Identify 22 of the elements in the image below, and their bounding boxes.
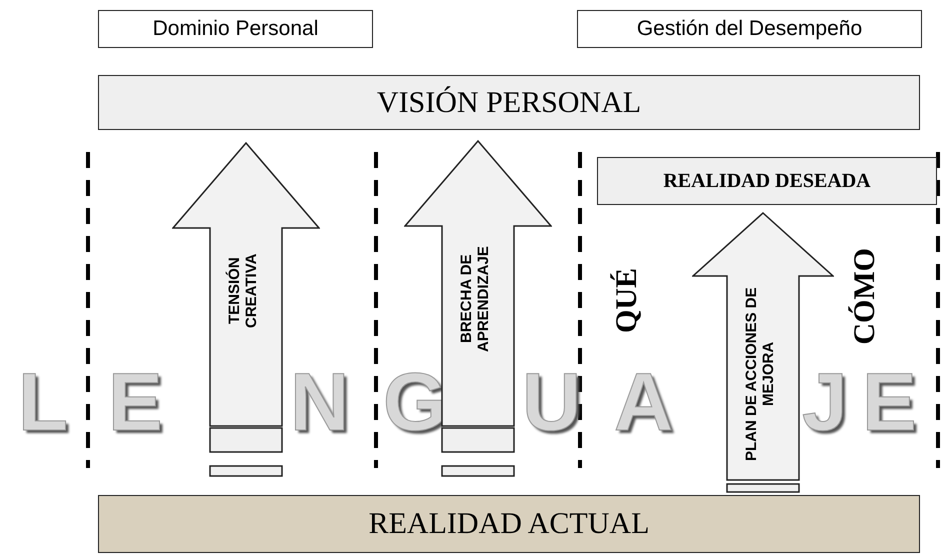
watermark-letter: L: [18, 362, 68, 444]
goal-box: [597, 157, 937, 205]
watermark-letter: N: [290, 362, 350, 444]
watermark-letter: E: [108, 362, 163, 444]
watermark-letter: J: [802, 362, 848, 444]
box-text: REALIDAD ACTUAL: [368, 507, 650, 541]
arrow-text: PLAN DE ACCIONES DE MEJORA: [743, 286, 778, 463]
vertical-label: QUÉ: [612, 268, 642, 334]
title-band: [98, 75, 920, 130]
vertical-label: CÓMO: [850, 248, 880, 345]
watermark-letter: E: [862, 362, 917, 444]
section-header: [577, 10, 922, 48]
base-band: [98, 495, 920, 553]
box-text: VISIÓN PERSONAL: [376, 86, 642, 120]
watermark-letter: U: [522, 362, 582, 444]
section-header: [98, 10, 373, 48]
box-text: Dominio Personal: [152, 17, 318, 41]
box-text: Gestión del Desempeño: [636, 17, 862, 41]
arrow-text: TENSIÓN CREATIVA: [226, 252, 261, 330]
box-text: REALIDAD DESEADA: [663, 170, 871, 192]
watermark-letter: A: [614, 362, 674, 444]
arrow-text: BRECHA DE APRENDIZAJE: [458, 245, 493, 354]
